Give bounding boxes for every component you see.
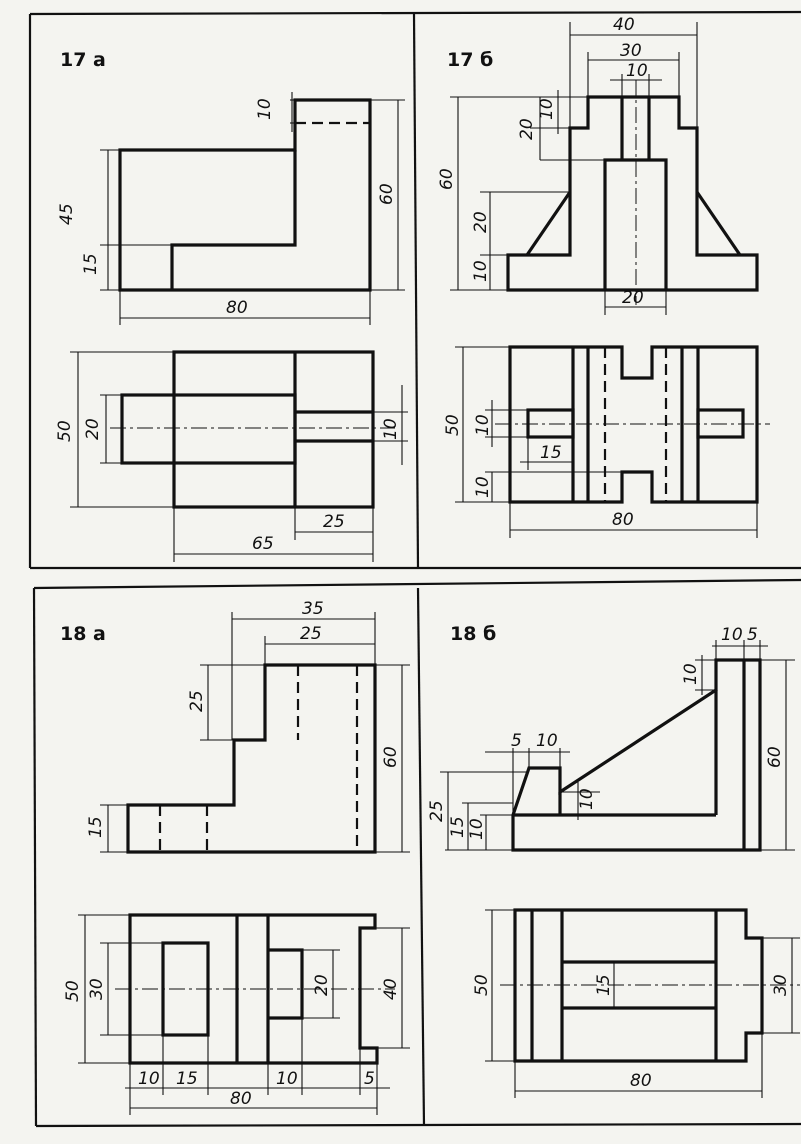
- dim-18b-front-25: 25: [427, 800, 447, 822]
- dim-18a-top-40: 40: [381, 978, 401, 1000]
- dim-17a-top-50: 50: [55, 420, 75, 442]
- dim-17b-top-50: 50: [443, 414, 463, 436]
- dim-17a-front-45: 45: [57, 203, 77, 225]
- dim-17b-front-40: 40: [613, 15, 635, 35]
- dim-18a-front-15: 15: [86, 816, 106, 838]
- dim-17a-top-25: 25: [323, 512, 345, 532]
- dim-17b-top-10-b: 10: [473, 476, 493, 498]
- panel-label-18b: 18 б: [450, 623, 496, 645]
- dim-18a-top-80: 80: [230, 1089, 252, 1109]
- dim-17b-front-10-step: 10: [537, 98, 557, 120]
- dim-18b-top-30: 30: [771, 974, 791, 996]
- dim-18a-front-25-h: 25: [300, 624, 322, 644]
- dim-17b-front-20-a: 20: [517, 118, 537, 140]
- dim-18b-front-10-base: 10: [467, 818, 487, 840]
- dim-18b-top-15: 15: [594, 974, 614, 996]
- dim-17b-front-30: 30: [620, 41, 642, 61]
- dim-17a-top-65: 65: [252, 534, 274, 554]
- dim-17a-top-20: 20: [83, 418, 103, 440]
- dim-17b-front-20-b: 20: [471, 211, 491, 233]
- top-view-18a: 50 30 20 40 10 15 10 5 80: [63, 913, 410, 1115]
- front-view-17a: 10 45 15 60 80: [57, 92, 405, 325]
- front-view-18b: 10 5 10 60 5 10 25 15 10 10: [427, 625, 795, 852]
- dim-18a-top-10-a: 10: [138, 1069, 160, 1089]
- dim-18b-front-10-left: 10: [536, 731, 558, 751]
- dim-17b-front-60: 60: [437, 168, 457, 190]
- dim-17b-front-20-c: 20: [622, 288, 644, 308]
- dim-17b-top-10-a: 10: [473, 414, 493, 436]
- dim-18b-top-80: 80: [630, 1071, 652, 1091]
- dim-18b-front-60: 60: [765, 746, 785, 768]
- front-view-17b: 40 30 10 10 20 60 20 10 20: [437, 15, 759, 315]
- dim-18a-front-25-v: 25: [187, 690, 207, 712]
- dim-18a-top-10-b: 10: [276, 1069, 298, 1089]
- dim-18a-front-35: 35: [302, 599, 324, 619]
- panel-label-17b: 17 б: [447, 49, 493, 71]
- front-view-18a: 35 25 25 60 15: [86, 599, 410, 854]
- panel-18b: 18 б: [427, 623, 800, 1098]
- dim-18a-top-30: 30: [87, 978, 107, 1000]
- dim-18b-front-5-top: 5: [747, 625, 758, 645]
- dim-17b-top-80: 80: [612, 510, 634, 530]
- top-view-17a: 50 20 10 25 65: [55, 350, 408, 562]
- dim-17a-front-10: 10: [255, 98, 275, 120]
- dim-18b-front-10-top: 10: [721, 625, 743, 645]
- panel-17a: 17 а 10 45 15 60 80: [55, 49, 408, 562]
- dim-18b-front-10-inner: 10: [577, 788, 597, 810]
- dim-17b-front-10-top: 10: [626, 61, 648, 81]
- dim-17b-front-10-base: 10: [471, 260, 491, 282]
- dim-18b-front-10-v: 10: [681, 663, 701, 685]
- dim-18a-top-5: 5: [364, 1069, 375, 1089]
- dim-17a-top-10: 10: [381, 418, 401, 440]
- panel-label-17a: 17 а: [60, 49, 106, 71]
- dim-18b-front-5-left: 5: [511, 731, 522, 751]
- panel-18a: 18 а 35 25 25 60 15: [60, 599, 410, 1115]
- dim-18a-top-20: 20: [312, 974, 332, 996]
- dim-18b-top-50: 50: [472, 974, 492, 996]
- dim-18a-front-60: 60: [381, 746, 401, 768]
- dim-17b-top-15: 15: [540, 443, 562, 463]
- panel-17b: 17 б: [437, 15, 770, 538]
- dim-18a-top-15: 15: [176, 1069, 198, 1089]
- dim-17a-front-60: 60: [377, 183, 397, 205]
- dim-18a-top-50: 50: [63, 980, 83, 1002]
- dim-17a-front-80: 80: [226, 298, 248, 318]
- top-view-18b: 50 15 30 80: [472, 908, 800, 1098]
- panel-label-18a: 18 а: [60, 623, 106, 645]
- dim-17a-front-15: 15: [81, 253, 101, 275]
- panel-frames: [28, 10, 801, 1128]
- dim-18b-front-15: 15: [448, 816, 468, 838]
- top-view-17b: 50 10 15 10 80: [443, 345, 770, 538]
